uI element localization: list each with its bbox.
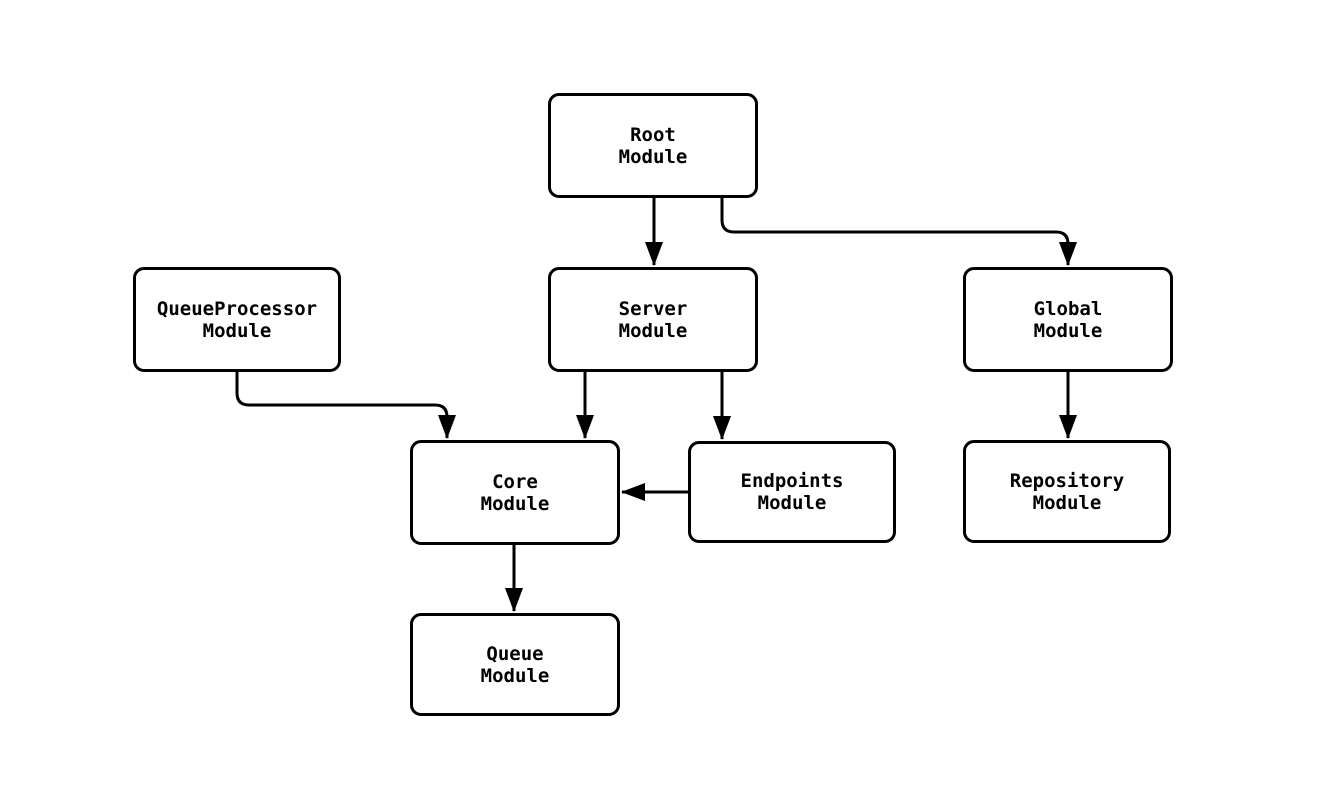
node-label-line2: Module <box>618 145 688 168</box>
node-label-line1: Endpoints <box>740 470 844 492</box>
node-label-line2: Module <box>757 492 827 514</box>
node-server-module: Server Module <box>548 267 758 372</box>
node-root-module: Root Module <box>548 93 758 198</box>
node-label-line2: Module <box>618 319 688 342</box>
node-label-line1: Server <box>618 297 688 320</box>
node-label-line2: Module <box>480 664 550 687</box>
node-label-line2: Module <box>1032 491 1102 514</box>
node-label-line1: Core <box>492 470 538 493</box>
node-label-line1: Global <box>1033 297 1103 320</box>
node-label-line1: Queue <box>486 642 544 665</box>
node-label-line1: Repository <box>1009 469 1125 492</box>
node-label-line1: QueueProcessor <box>156 297 318 320</box>
node-repository-module: Repository Module <box>963 440 1171 543</box>
edge-queueprocessor-to-core <box>235 372 456 439</box>
node-label-line2: Module <box>1033 319 1103 342</box>
node-label-line1: Root <box>630 123 676 146</box>
node-core-module: Core Module <box>410 440 620 545</box>
node-queueprocessor-module: QueueProcessor Module <box>133 267 341 372</box>
node-global-module: Global Module <box>963 267 1173 372</box>
node-queue-module: Queue Module <box>410 613 620 716</box>
node-label-line2: Module <box>480 492 550 515</box>
edge-root-to-global <box>720 198 1077 266</box>
node-endpoints-module: Endpoints Module <box>688 441 896 543</box>
node-label-line2: Module <box>202 319 272 342</box>
